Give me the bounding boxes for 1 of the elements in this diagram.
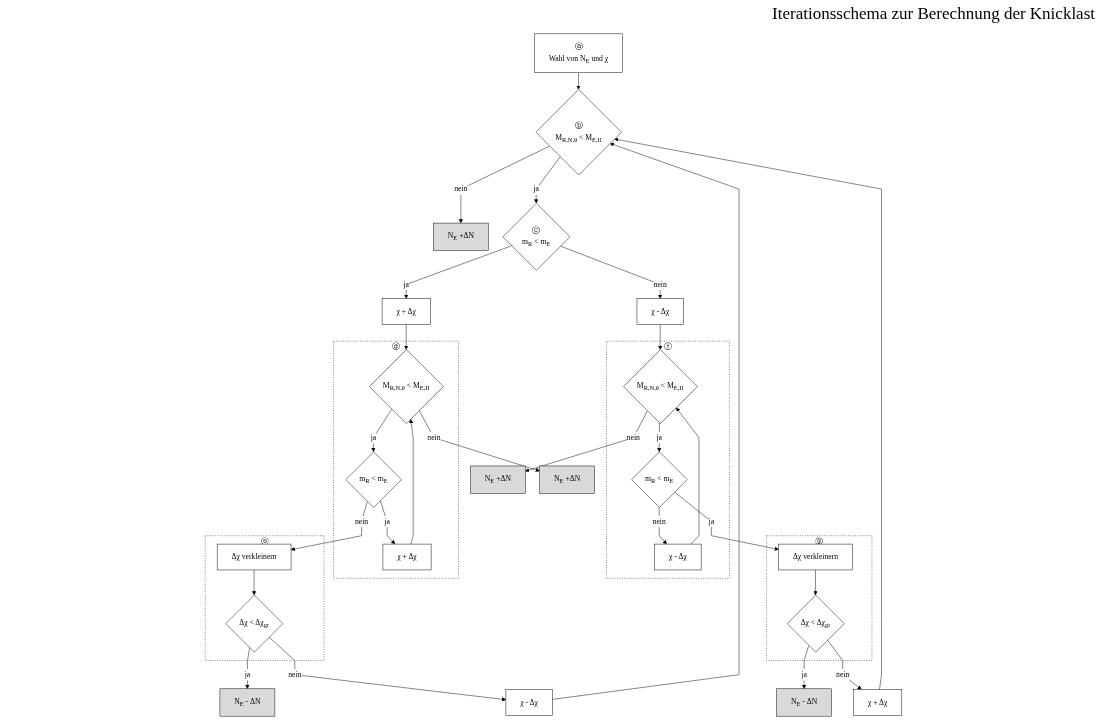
diagram-title: Iterationsschema zur Berechnung der Knicklast bbox=[772, 4, 1095, 24]
